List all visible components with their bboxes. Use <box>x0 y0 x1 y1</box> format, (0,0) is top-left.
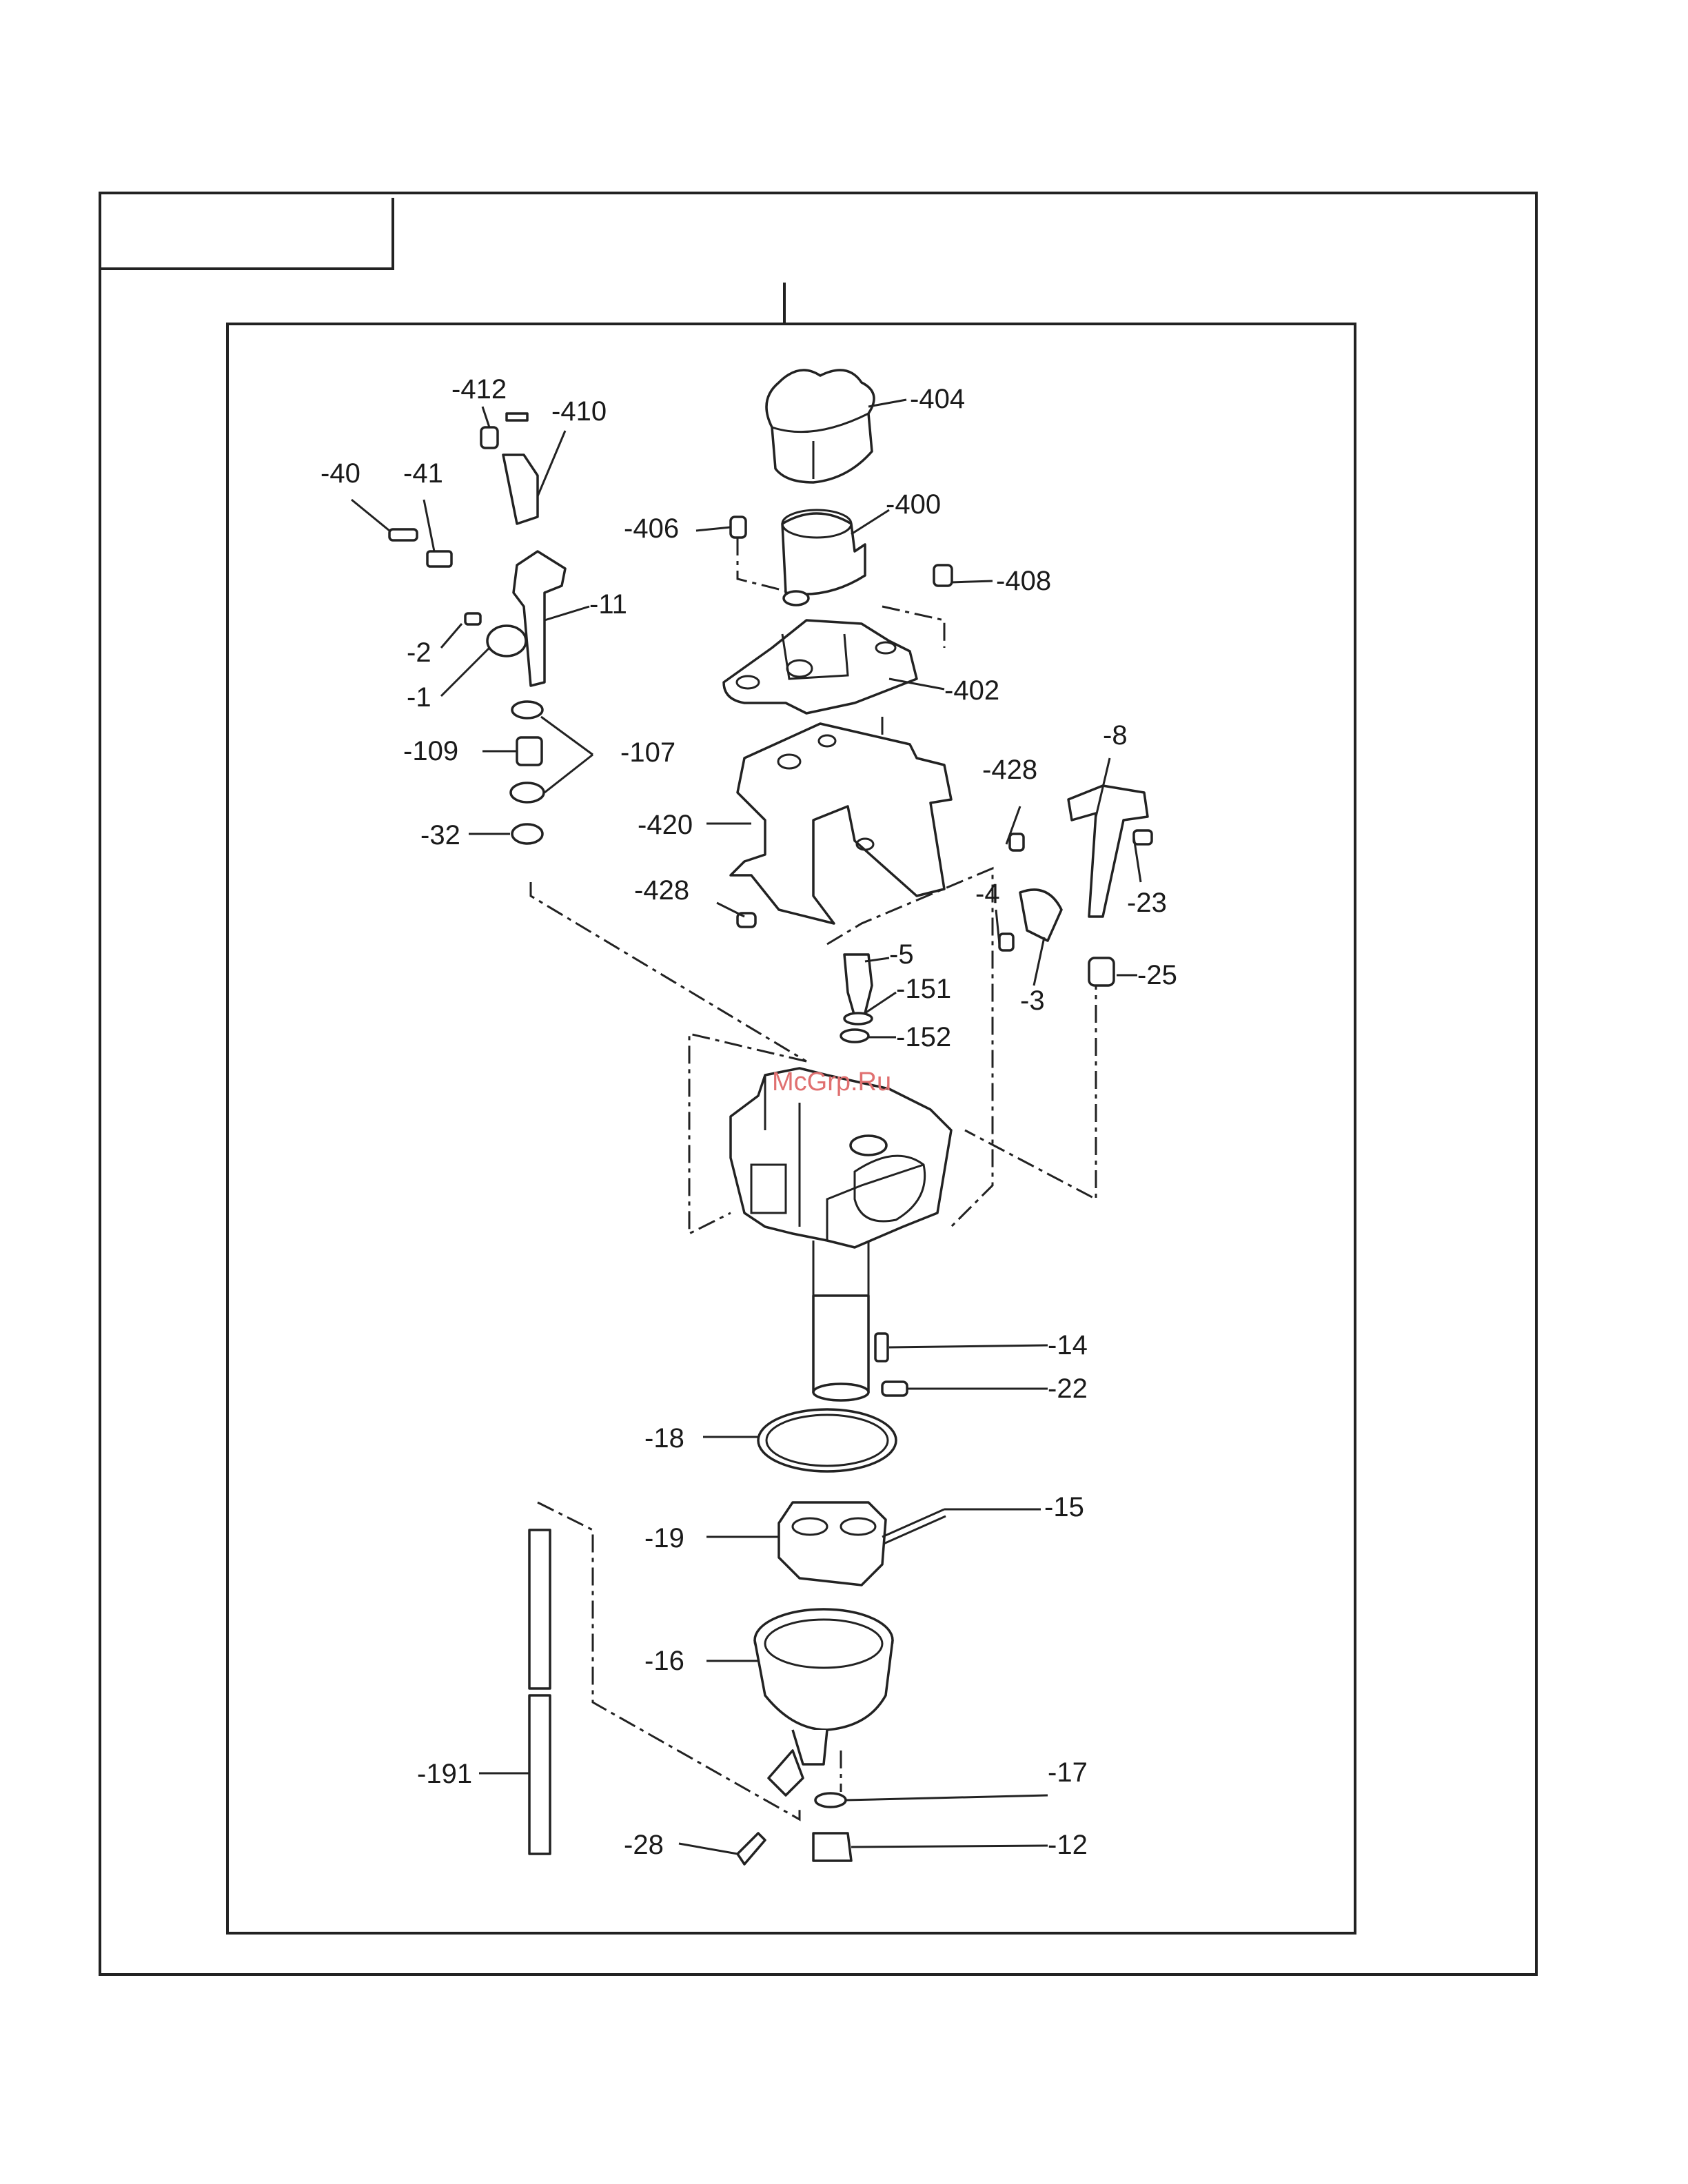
watermark: McGrp.Ru <box>772 1068 891 1096</box>
bracket-plate <box>731 724 951 923</box>
label-408: -408 <box>996 566 1051 596</box>
label-18: -18 <box>644 1423 684 1453</box>
fuel-valve-seat <box>841 955 872 1042</box>
label-402: -402 <box>944 675 999 706</box>
label-404: -404 <box>910 384 965 414</box>
label-4: -4 <box>975 879 1000 909</box>
label-400: -400 <box>886 489 941 520</box>
label-41: -41 <box>403 458 443 489</box>
label-107: -107 <box>620 737 675 768</box>
label-11: -11 <box>589 589 627 620</box>
label-23: -23 <box>1127 888 1167 918</box>
label-15: -15 <box>1044 1492 1084 1522</box>
label-2: -2 <box>407 637 431 668</box>
label-22: -22 <box>1048 1374 1088 1404</box>
label-151: -151 <box>896 974 951 1004</box>
label-410: -410 <box>551 396 607 427</box>
label-40: -40 <box>321 458 360 489</box>
title-box <box>100 198 393 269</box>
drain-tube <box>529 1530 550 1854</box>
label-8: -8 <box>1103 720 1128 751</box>
label-109: -109 <box>403 736 458 766</box>
label-152: -152 <box>896 1022 951 1052</box>
label-28: -28 <box>624 1830 664 1860</box>
label-19: -19 <box>644 1523 684 1553</box>
label-32: -32 <box>420 820 460 850</box>
label-428b: -428 <box>634 875 689 906</box>
label-1: -1 <box>407 682 431 713</box>
label-14: -14 <box>1048 1330 1088 1360</box>
bowl-gasket <box>758 1409 896 1471</box>
air-cleaner-cover <box>766 370 874 482</box>
label-12: -12 <box>1048 1830 1088 1860</box>
float <box>779 1502 946 1585</box>
label-412: -412 <box>451 374 507 405</box>
label-17: -17 <box>1048 1757 1088 1788</box>
carburetor-body <box>731 1068 951 1400</box>
cleaner-base <box>724 620 917 713</box>
label-406: -406 <box>624 513 679 544</box>
float-bowl <box>755 1609 893 1764</box>
label-191: -191 <box>417 1759 472 1789</box>
label-3: -3 <box>1020 986 1045 1016</box>
label-5: -5 <box>889 939 914 970</box>
label-25: -25 <box>1137 960 1177 990</box>
label-16: -16 <box>644 1646 684 1676</box>
label-420: -420 <box>638 810 693 840</box>
label-428a: -428 <box>982 755 1037 785</box>
choke-cap <box>782 510 865 605</box>
